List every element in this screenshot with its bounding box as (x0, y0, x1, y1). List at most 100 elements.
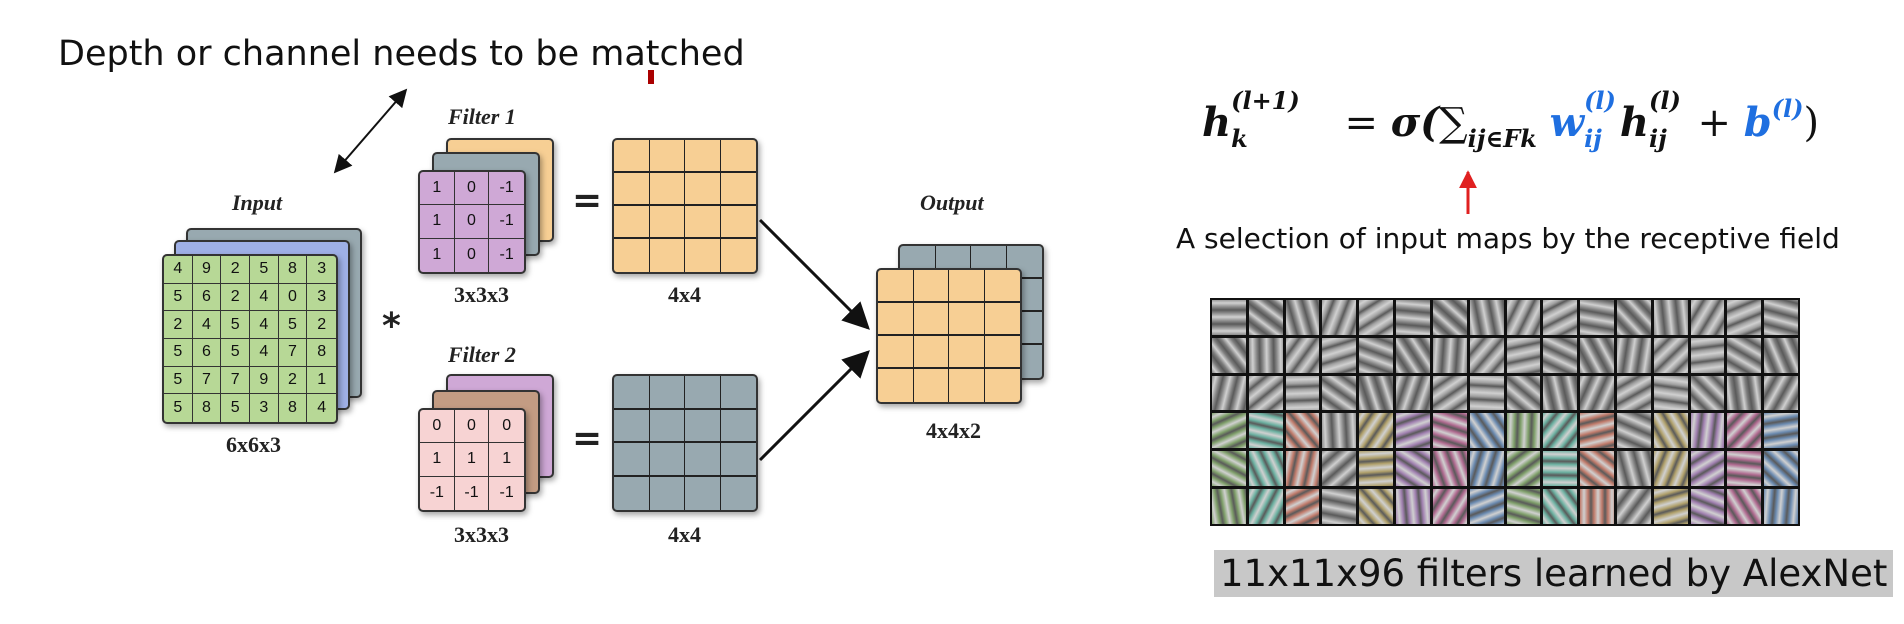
matrix-cell: 5 (221, 338, 250, 367)
matrix-cell (614, 140, 650, 173)
formula-w: w (1549, 99, 1585, 147)
matrix-cell: 1 (307, 367, 336, 395)
input-dim-label: 6x6x3 (226, 432, 281, 457)
matrix-cell: 6 (192, 283, 222, 312)
filter-tile (1727, 337, 1762, 373)
alexnet-filter-mosaic (1210, 298, 1800, 526)
formula-plus: + (1697, 100, 1732, 147)
matrix-cell (685, 239, 721, 272)
filter-tile (1764, 300, 1798, 335)
matrix-cell: 2 (278, 366, 308, 395)
matrix-cell: 1 (420, 205, 455, 239)
filter-tile (1764, 375, 1798, 411)
matrix-cell: 5 (278, 311, 308, 339)
input-label: Input (232, 190, 283, 215)
filter-tile (1616, 489, 1651, 524)
formula-h: h (1202, 99, 1232, 147)
filter-tile (1396, 300, 1430, 335)
filter-tile (1248, 413, 1283, 449)
matrix-cell (685, 140, 721, 173)
matrix-cell (913, 336, 949, 369)
matrix-cell: 9 (192, 256, 222, 284)
matrix-cell (1006, 246, 1042, 279)
matrix-cell: 8 (307, 339, 336, 367)
filter-tile (1727, 451, 1762, 487)
equals-sign-2: = (572, 418, 603, 459)
matrix-cell (649, 206, 685, 239)
filter-tile (1653, 413, 1688, 449)
matrix-cell: 0 (420, 410, 455, 444)
filter-tile (1506, 413, 1541, 449)
matrix-cell: 5 (164, 283, 193, 312)
filter-tile (1580, 337, 1614, 373)
matrix-cell: 5 (164, 394, 193, 422)
matrix-cell (949, 303, 985, 336)
matrix-cell: -1 (420, 476, 455, 510)
matrix-cell (650, 239, 685, 272)
matrix-cell (720, 140, 756, 173)
formula-close: ) (1803, 100, 1820, 147)
filter-tile (1469, 489, 1504, 524)
filter-tile (1285, 451, 1320, 487)
filter-tile (1322, 300, 1357, 335)
matrix-cell (685, 443, 721, 477)
filter-tile (1285, 337, 1320, 373)
output-label: Output (920, 190, 984, 215)
filter-tile (1616, 300, 1651, 335)
filter-tile (1396, 489, 1430, 524)
filter-tile (1285, 375, 1320, 411)
filter-tile (1653, 300, 1688, 335)
filter-tile (1212, 337, 1246, 373)
matrix-cell (685, 173, 721, 206)
filter-tile (1212, 413, 1246, 449)
filter-tile (1580, 489, 1614, 524)
filter-tile (1322, 375, 1357, 411)
matrix-cell (949, 369, 985, 402)
red-mark (648, 70, 654, 84)
matrix-cell: -1 (489, 205, 524, 239)
filter-tile (1469, 375, 1504, 411)
matrix-cell: -1 (455, 476, 490, 510)
filter-tile (1580, 451, 1614, 487)
filter-tile (1212, 375, 1246, 411)
filter-tile (1506, 489, 1541, 524)
depth-double-arrow (333, 88, 408, 174)
matrix-cell (984, 270, 1020, 303)
filter-tile (1359, 337, 1394, 373)
formula-equals: = (1344, 100, 1378, 147)
filter-tile (1543, 375, 1578, 411)
formula-h2: h (1619, 99, 1649, 147)
filter-tile (1432, 413, 1467, 449)
filter-tile (1727, 489, 1762, 524)
filter-tile (1396, 375, 1430, 411)
filter-tile (1322, 451, 1357, 487)
filter-tile (1248, 337, 1283, 373)
output-dim-label: 4x4x2 (926, 418, 981, 443)
filter-tile (1764, 337, 1798, 373)
matrix-cell: 5 (164, 338, 193, 367)
matrix-cell: 8 (193, 394, 222, 422)
filter-tile (1359, 300, 1394, 335)
matrix-cell: 3 (307, 284, 336, 312)
filter-tile (1432, 337, 1467, 373)
filter-tile (1322, 413, 1357, 449)
matrix-cell: 8 (279, 394, 308, 422)
filter1-dim-label: 3x3x3 (454, 282, 509, 307)
filter-tile (1322, 489, 1357, 524)
filter-tile (1580, 375, 1614, 411)
formula-sum: ∑ (1439, 100, 1468, 147)
matrix-cell: 9 (249, 366, 279, 395)
filter-tile (1248, 451, 1283, 487)
formula-w-sub: ij (1584, 123, 1602, 153)
filter-tile (1432, 300, 1467, 335)
matrix-cell (720, 173, 756, 206)
matrix-cell: 5 (164, 366, 193, 395)
matrix-cell (878, 336, 914, 369)
matrix-cell: 2 (221, 256, 250, 284)
matrix-cell (721, 477, 757, 511)
matrix-cell: 0 (278, 283, 308, 312)
filter-tile (1285, 489, 1320, 524)
filter-tile (1359, 375, 1394, 411)
formula-layer-sup: (l+1) (1231, 86, 1300, 116)
filter-tile (1690, 451, 1725, 487)
